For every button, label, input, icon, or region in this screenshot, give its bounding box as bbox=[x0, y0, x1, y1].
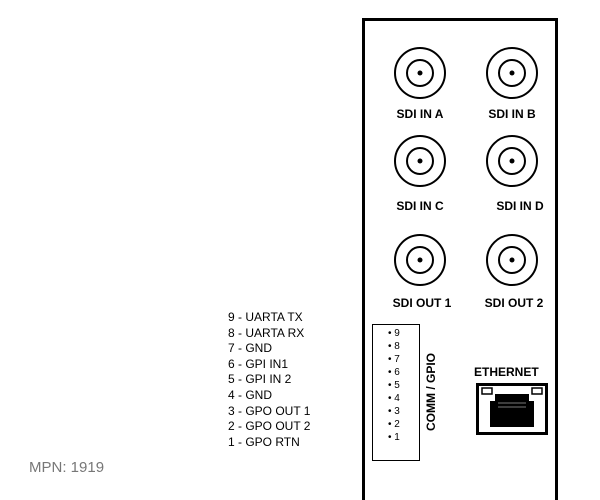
pin-row: • 8 bbox=[388, 341, 400, 352]
pinout-line: 2 - GPO OUT 2 bbox=[228, 419, 311, 434]
pin-row: • 7 bbox=[388, 354, 400, 365]
pin-row: • 6 bbox=[388, 367, 400, 378]
ethernet-port-icon bbox=[476, 383, 548, 440]
pinout-line: 3 - GPO OUT 1 bbox=[228, 403, 311, 418]
rear-panel bbox=[362, 18, 558, 500]
sdi-in-d-label: SDI IN D bbox=[496, 199, 544, 213]
pin-number: 3 bbox=[394, 406, 400, 417]
pinout-line: 6 - GPI IN1 bbox=[228, 356, 289, 371]
sdi-in-b-connector bbox=[475, 36, 549, 110]
pinout-line: 5 - GPI IN 2 bbox=[228, 372, 292, 387]
pinout-legend: 9 - UARTA TX 8 - UARTA RX 7 - GND 6 - GP… bbox=[228, 310, 310, 450]
sdi-in-a-connector bbox=[383, 36, 457, 110]
sdi-out-2-connector bbox=[475, 223, 549, 297]
pin-row: • 2 bbox=[388, 419, 400, 430]
pinout-line: 1 - GPO RTN bbox=[228, 434, 300, 449]
pin-number: 7 bbox=[394, 354, 400, 365]
pin-number: 8 bbox=[394, 341, 400, 352]
pin-row: • 3 bbox=[388, 406, 400, 417]
sdi-in-a-label: SDI IN A bbox=[396, 107, 444, 121]
pin-number: 4 bbox=[394, 393, 400, 404]
sdi-out-1-label: SDI OUT 1 bbox=[392, 296, 452, 310]
mpn-label: MPN: 1919 bbox=[29, 459, 105, 476]
pin-number: 6 bbox=[394, 367, 400, 378]
sdi-out-2-label: SDI OUT 2 bbox=[484, 296, 544, 310]
comm-gpio-terminal-block bbox=[372, 324, 420, 461]
sdi-in-c-label: SDI IN C bbox=[396, 199, 444, 213]
sdi-in-c-connector bbox=[383, 124, 457, 198]
pin-row: • 1 bbox=[388, 432, 400, 443]
comm-gpio-pins: • 9 • 8 • 7 • 6 • 5 • 4 • 3 • 2 • 1 bbox=[388, 327, 400, 444]
pin-row: • 5 bbox=[388, 380, 400, 391]
pin-number: 5 bbox=[394, 380, 400, 391]
pin-row: • 4 bbox=[388, 393, 400, 404]
sdi-out-1-connector bbox=[383, 223, 457, 297]
pinout-line: 9 - UARTA TX bbox=[228, 310, 303, 324]
comm-gpio-label: COMM / GPIO bbox=[424, 353, 438, 431]
pinout-line: 8 - UARTA RX bbox=[228, 325, 305, 340]
pinout-line: 4 - GND bbox=[228, 387, 273, 402]
pin-number: 1 bbox=[394, 432, 400, 443]
sdi-in-b-label: SDI IN B bbox=[488, 107, 536, 121]
ethernet-label: ETHERNET bbox=[474, 365, 539, 379]
pin-row: • 9 bbox=[388, 328, 400, 339]
pinout-line: 7 - GND bbox=[228, 341, 273, 356]
pin-number: 9 bbox=[394, 328, 400, 339]
pin-number: 2 bbox=[394, 419, 400, 430]
sdi-in-d-connector bbox=[475, 124, 549, 198]
